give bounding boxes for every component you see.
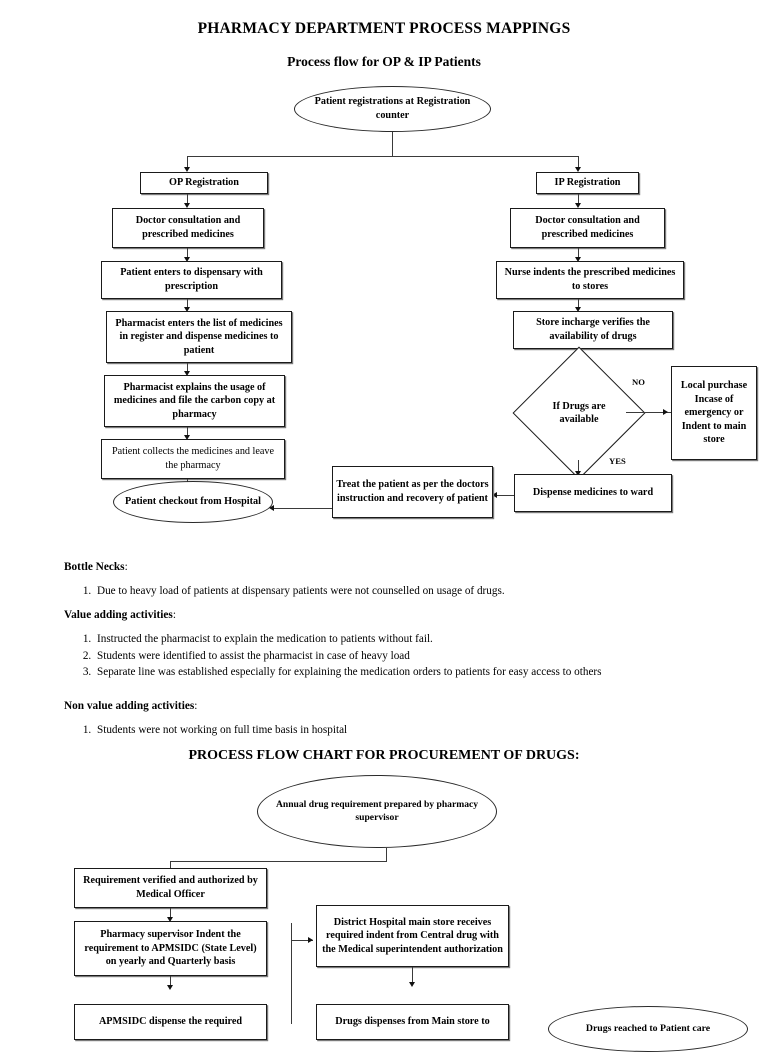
connector-treat-to-checkout xyxy=(273,508,332,510)
node-treat-patient[interactable]: Treat the patient as per the doctors ins… xyxy=(332,466,493,518)
node-patient-enters-dispensary[interactable]: Patient enters to dispensary with prescr… xyxy=(101,261,282,299)
connector-f2-feeder-arm xyxy=(291,940,313,942)
edge-label-no: NO xyxy=(632,377,645,387)
edge-label-yes: YES xyxy=(609,456,626,466)
node-drugs-dispenses-main-store[interactable]: Drugs dispenses from Main store to xyxy=(316,1004,509,1040)
connector-f2-drop xyxy=(170,861,172,871)
connector-ip-3 xyxy=(578,299,580,309)
node-op-registration[interactable]: OP Registration xyxy=(140,172,268,194)
connector-split-right xyxy=(578,156,580,168)
decision-label: If Drugs are available xyxy=(552,400,606,425)
node-ip-doctor-consultation[interactable]: Doctor consultation and prescribed medic… xyxy=(510,208,665,248)
page-subtitle: Process flow for OP & IP Patients xyxy=(287,54,481,69)
flowchart2-title: PROCESS FLOW CHART FOR PROCUREMENT OF DR… xyxy=(188,748,580,763)
list-value-adding: Instructed the pharmacist to explain the… xyxy=(64,631,704,681)
connector-op-5 xyxy=(187,427,189,437)
connector-op-4 xyxy=(187,363,189,373)
list-item: Instructed the pharmacist to explain the… xyxy=(94,631,704,648)
connector-op-1 xyxy=(187,194,189,205)
node-patient-checkout[interactable]: Patient checkout from Hospital xyxy=(113,481,273,523)
arrowhead-f2-district xyxy=(308,937,313,943)
connector-start-stem xyxy=(392,132,394,157)
connector-op-3 xyxy=(187,299,189,309)
node-decision-drugs-available[interactable]: If Drugs are available xyxy=(512,346,646,480)
document-page: PHARMACY DEPARTMENT PROCESS MAPPINGS Pro… xyxy=(0,0,768,1024)
list-bottle-necks: Due to heavy load of patients at dispens… xyxy=(64,583,734,600)
section-heading-non-value-adding: Non value adding activities: xyxy=(64,700,198,712)
arrowhead-op-1 xyxy=(184,203,190,208)
arrowhead-ip-1 xyxy=(575,203,581,208)
connector-f2-3 xyxy=(170,976,172,987)
connector-ip-2 xyxy=(578,248,580,259)
arrowhead-op-2 xyxy=(184,257,190,262)
arrowhead-ward-to-treat xyxy=(492,492,497,498)
node-dispense-medicines-ward[interactable]: Dispense medicines to ward xyxy=(514,474,672,512)
section-heading-value-adding: Value adding activities: xyxy=(64,609,176,621)
node-local-purchase[interactable]: Local purchase Incase of emergency or In… xyxy=(671,366,757,460)
arrowhead-op-3 xyxy=(184,307,190,312)
connector-f2-2 xyxy=(170,908,172,919)
arrowhead-no-branch xyxy=(663,409,668,415)
connector-f2-bar xyxy=(170,861,387,863)
connector-op-2 xyxy=(187,248,189,259)
list-item: Due to heavy load of patients at dispens… xyxy=(94,583,734,600)
node-supervisor-indent-apmsidc[interactable]: Pharmacy supervisor Indent the requireme… xyxy=(74,921,267,976)
connector-f2-feeder xyxy=(291,923,293,1024)
list-item: Students were identified to assist the p… xyxy=(94,648,704,665)
list-item: Separate line was established especially… xyxy=(94,664,704,681)
connector-ward-to-treat xyxy=(497,495,514,497)
connector-f2-stem xyxy=(386,848,388,862)
node-patient-collects-medicines[interactable]: Patient collects the medicines and leave… xyxy=(101,439,285,479)
section-heading-bottle-necks: Bottle Necks: xyxy=(64,561,128,573)
node-apmsidc-dispense[interactable]: APMSIDC dispense the required xyxy=(74,1004,267,1040)
arrowhead-op-5 xyxy=(184,435,190,440)
node-ip-registration[interactable]: IP Registration xyxy=(536,172,639,194)
connector-yes-branch xyxy=(578,460,580,474)
node-annual-drug-requirement[interactable]: Annual drug requirement prepared by phar… xyxy=(257,775,497,848)
node-patient-registrations[interactable]: Patient registrations at Registration co… xyxy=(294,86,491,132)
arrowhead-ip-2 xyxy=(575,257,581,262)
node-drugs-reached-patient-care[interactable]: Drugs reached to Patient care xyxy=(548,1006,748,1052)
node-nurse-indents[interactable]: Nurse indents the prescribed medicines t… xyxy=(496,261,684,299)
node-pharmacist-enters-register[interactable]: Pharmacist enters the list of medicines … xyxy=(106,311,292,363)
arrowhead-f2-2 xyxy=(167,917,173,922)
connector-no-branch xyxy=(626,412,671,414)
arrowhead-ip-3 xyxy=(575,307,581,312)
arrowhead-to-ip-registration xyxy=(575,167,581,172)
page-title: PHARMACY DEPARTMENT PROCESS MAPPINGS xyxy=(197,20,571,37)
connector-ip-1 xyxy=(578,194,580,205)
node-district-hospital-main-store[interactable]: District Hospital main store receives re… xyxy=(316,905,509,967)
arrowhead-f2-3 xyxy=(167,985,173,990)
arrowhead-f2-4 xyxy=(409,982,415,987)
list-non-value-adding: Students were not working on full time b… xyxy=(64,722,734,739)
arrowhead-yes-branch xyxy=(575,471,581,476)
arrowhead-treat-to-checkout xyxy=(269,505,274,511)
connector-split-bar xyxy=(187,156,579,158)
arrowhead-op-4 xyxy=(184,371,190,376)
node-pharmacist-explains-usage[interactable]: Pharmacist explains the usage of medicin… xyxy=(104,375,285,427)
node-requirement-verified[interactable]: Requirement verified and authorized by M… xyxy=(74,868,267,908)
list-item: Students were not working on full time b… xyxy=(94,722,734,739)
connector-f2-4 xyxy=(412,967,414,984)
node-op-doctor-consultation[interactable]: Doctor consultation and prescribed medic… xyxy=(112,208,264,248)
node-store-incharge-verifies[interactable]: Store incharge verifies the availability… xyxy=(513,311,673,349)
arrowhead-to-op-registration xyxy=(184,167,190,172)
connector-split-left xyxy=(187,156,189,168)
